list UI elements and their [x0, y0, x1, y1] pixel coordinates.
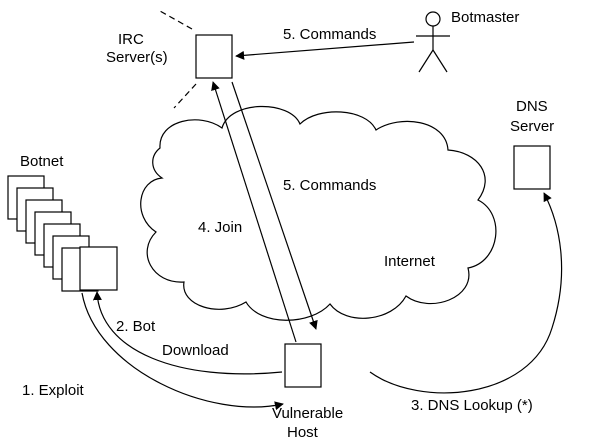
botmaster-label: Botmaster — [451, 9, 519, 26]
irc-server-label-2: Server(s) — [106, 49, 168, 66]
arrow-bot-download — [92, 291, 283, 375]
vulnerable-host-label: Vulnerable — [272, 405, 343, 422]
step-bot-download-label: 2. Bot — [116, 318, 156, 335]
step-join-label: 4. Join — [198, 219, 242, 236]
dns-server-box — [513, 145, 551, 190]
arrow-commands-to-host — [231, 81, 318, 330]
internet-cloud — [140, 105, 497, 321]
botmaster-figure — [416, 11, 450, 73]
irc-server-label: IRC — [118, 31, 144, 48]
botnet-label: Botnet — [20, 153, 64, 170]
dns-server-label: DNS — [516, 98, 548, 115]
internet-label: Internet — [384, 253, 436, 270]
irc-server-box — [195, 34, 233, 79]
vulnerable-host-box — [284, 343, 322, 388]
step-bot-download-label-2: Download — [162, 342, 229, 359]
step-dns-lookup-label: 3. DNS Lookup (*) — [411, 397, 533, 414]
arrow-commands-to-irc — [235, 41, 415, 60]
arrow-exploit — [81, 292, 284, 411]
arrow-dns-lookup — [369, 192, 563, 394]
irc-dashed-line-bottom — [173, 83, 197, 109]
dns-server-label-2: Server — [510, 118, 554, 135]
botnet-stack — [7, 175, 118, 292]
step-commands-mid-label: 5. Commands — [283, 177, 376, 194]
vulnerable-host-label-2: Host — [287, 424, 319, 441]
step-commands-top-label: 5. Commands — [283, 26, 376, 43]
arrow-join — [211, 81, 297, 343]
step-exploit-label: 1. Exploit — [22, 382, 85, 399]
irc-dashed-line-top — [159, 10, 193, 30]
